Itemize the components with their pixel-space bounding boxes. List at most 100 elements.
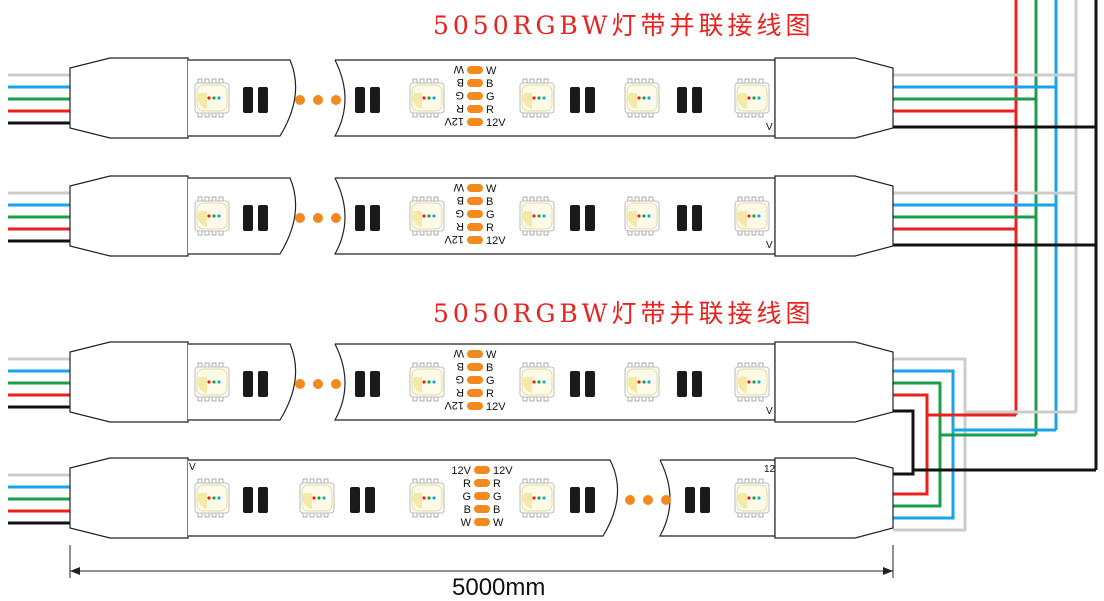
- pad-label-left: B: [457, 76, 464, 88]
- led-chip-icon: [194, 362, 230, 402]
- resistor-icon: [243, 371, 268, 397]
- pad-label-left: R: [456, 386, 464, 398]
- led-chip-icon: [409, 78, 445, 118]
- solder-pad-icon: [467, 118, 483, 126]
- pad-label-left: 12V: [444, 233, 464, 245]
- resistor-icon: [570, 371, 595, 397]
- solder-pad-icon: [467, 389, 483, 397]
- solder-pad-icon: [467, 236, 483, 244]
- pad-label-left: G: [455, 373, 464, 385]
- red-loop-wire: [893, 393, 929, 496]
- resistor-icon: [355, 205, 380, 231]
- led-chip-icon: [194, 78, 230, 118]
- solder-pad-icon: [467, 184, 483, 192]
- pad-label-left: W: [453, 181, 464, 193]
- right-connector: [774, 175, 894, 257]
- pad-label-right: B: [486, 362, 493, 374]
- resistor-icon: [685, 487, 710, 513]
- resistor-icon: [570, 487, 595, 513]
- pad-label-left: R: [456, 102, 464, 114]
- wires-layer: [893, 0, 1098, 532]
- pad-label-right: G: [486, 375, 495, 387]
- pad-label-right: 12V: [493, 465, 513, 477]
- left-connector: [8, 457, 189, 539]
- resistor-icon: [355, 87, 380, 113]
- pad-label-left: B: [464, 504, 471, 516]
- solder-pad-icon: [467, 105, 483, 113]
- led-chip-icon: [194, 196, 230, 236]
- pad-label-right: G: [493, 491, 502, 503]
- pad-label-right: R: [486, 104, 494, 116]
- pad-label-left: G: [455, 89, 464, 101]
- pad-label-left: B: [457, 360, 464, 372]
- pad-label-right: 12V: [486, 401, 506, 413]
- left-connector: [8, 175, 189, 257]
- solder-pad-icon: [467, 210, 483, 218]
- right-connector: [774, 57, 894, 139]
- pad-label-right: W: [486, 65, 497, 77]
- led-chip-icon: [624, 362, 660, 402]
- pad-label-left: R: [463, 478, 471, 490]
- resistor-icon: [355, 371, 380, 397]
- pad-label-left: B: [457, 194, 464, 206]
- solder-pad-icon: [474, 492, 490, 500]
- led-chip-icon: [734, 478, 770, 518]
- strip-end-label: V: [766, 406, 773, 417]
- pad-label-right: B: [486, 196, 493, 208]
- resistor-icon: [350, 487, 375, 513]
- solder-pad-icon: [467, 376, 483, 384]
- led-chip-icon: [519, 478, 555, 518]
- resistor-icon: [677, 371, 702, 397]
- led-chip-icon: [624, 196, 660, 236]
- title-middle: 5050RGBW灯带并联接线图: [433, 299, 815, 328]
- solder-pad-icon: [467, 66, 483, 74]
- solder-pad-icon: [474, 479, 490, 487]
- pad-label-left: 12V: [451, 465, 471, 477]
- left-connector: [8, 341, 189, 423]
- led-chip-icon: [519, 362, 555, 402]
- ellipsis-dots-icon: [625, 495, 671, 505]
- resistor-icon: [243, 87, 268, 113]
- solder-pad-icon: [467, 402, 483, 410]
- resistor-icon: [243, 205, 268, 231]
- blue-loop-wire: [893, 369, 955, 520]
- strip-end-label: V: [766, 122, 773, 133]
- led-chip-icon: [409, 196, 445, 236]
- dimension-label: 5000mm: [452, 574, 545, 601]
- solder-pad-icon: [474, 505, 490, 513]
- pad-label-right: 12V: [486, 117, 506, 129]
- title-top: 5050RGBW灯带并联接线图: [433, 11, 815, 40]
- strip-start-label: V: [189, 462, 196, 473]
- led-chip-icon: [734, 196, 770, 236]
- pad-label-left: W: [461, 517, 472, 529]
- led-chip-icon: [409, 478, 445, 518]
- white-loop-wire: [893, 357, 967, 532]
- led-chip-icon: [519, 196, 555, 236]
- pad-label-right: B: [493, 504, 500, 516]
- pad-label-right: 12V: [486, 235, 506, 247]
- pad-label-right: R: [493, 478, 501, 490]
- pad-label-right: G: [486, 209, 495, 221]
- left-connector: [8, 57, 189, 139]
- pad-label-right: R: [486, 222, 494, 234]
- led-chip-icon: [624, 78, 660, 118]
- pad-label-left: W: [453, 347, 464, 359]
- pad-label-right: W: [486, 349, 497, 361]
- pad-label-right: B: [486, 78, 493, 90]
- solder-pad-icon: [467, 363, 483, 371]
- strip-end-label: 12: [764, 464, 776, 475]
- resistor-icon: [677, 87, 702, 113]
- right-connector: [774, 341, 894, 423]
- pad-label-right: G: [486, 91, 495, 103]
- led-chip-icon: [519, 78, 555, 118]
- solder-pad-icon: [467, 79, 483, 87]
- pad-label-left: 12V: [444, 115, 464, 127]
- pad-label-right: W: [493, 517, 504, 529]
